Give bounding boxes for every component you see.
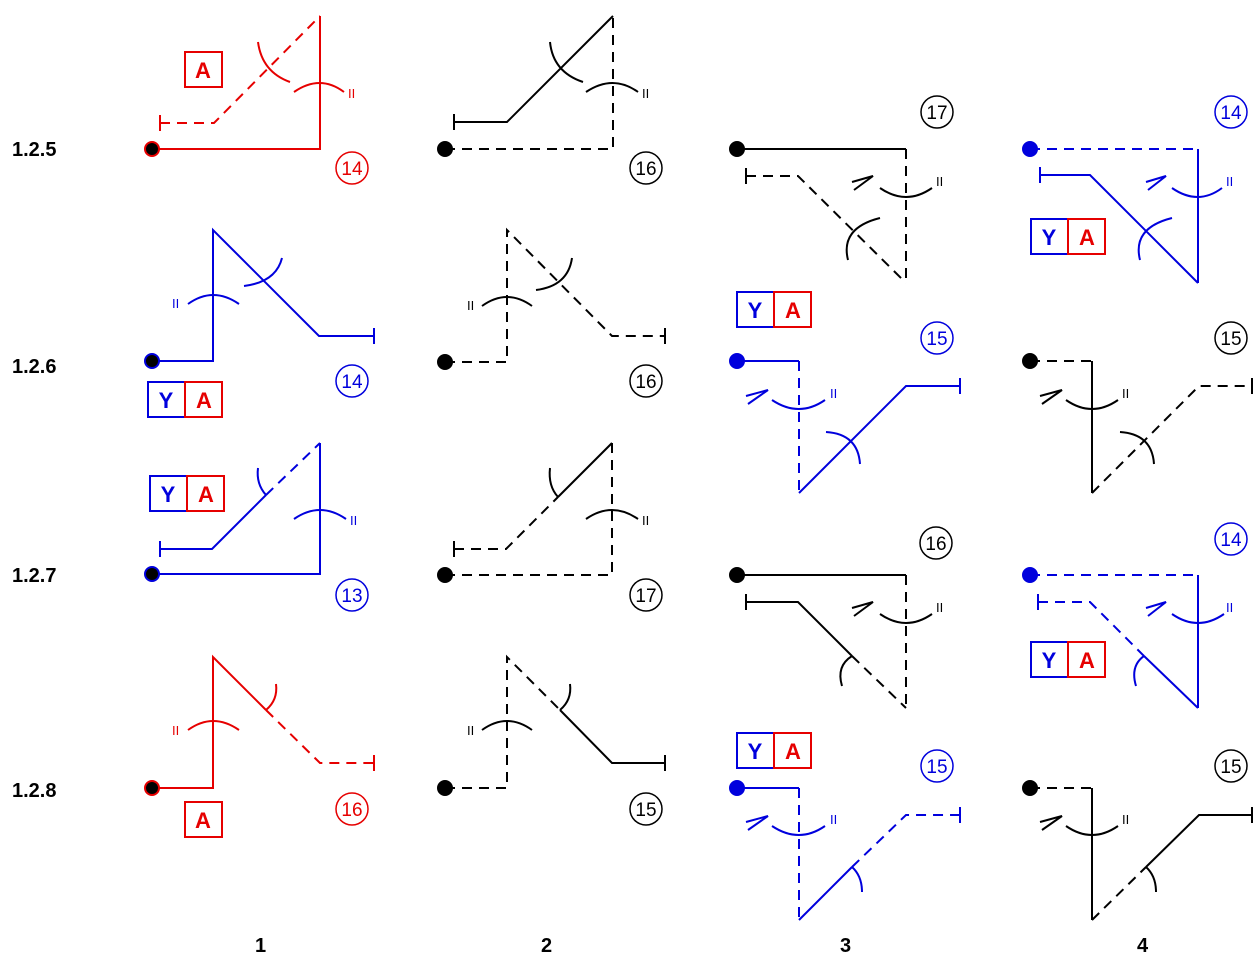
diagram-r3c2: II [437, 442, 649, 583]
badge-letter-y: Y [159, 388, 174, 413]
diagram-r3c4: II [1022, 567, 1233, 709]
svg-text:II: II [348, 86, 355, 101]
badge-letter-y: Y [161, 482, 176, 507]
diagram-r1c2: II [437, 15, 649, 157]
diagram-r4c4: II [1022, 780, 1253, 921]
svg-text:II: II [830, 386, 837, 401]
column-label-4: 4 [1137, 935, 1149, 957]
number-r2c3: 15 [926, 329, 947, 350]
svg-text:II: II [642, 513, 649, 528]
column-label-1: 1 [255, 935, 266, 957]
number-r3c4: 14 [1220, 530, 1242, 551]
number-circle-r3c4 [1214, 522, 1248, 556]
row-label-1: 1.2.5 [12, 139, 56, 161]
diagram-r4c1: II [144, 654, 375, 796]
row-label-4: 1.2.8 [12, 780, 56, 802]
number-circle-r4c1 [335, 792, 369, 826]
badge-r2c1: Y A [147, 381, 223, 418]
number-circle-r4c3 [920, 749, 954, 783]
number-circle-r2c4 [1214, 321, 1248, 355]
diagram-r2c2: II [437, 227, 666, 370]
svg-text:II: II [936, 174, 943, 189]
svg-text:II: II [1226, 600, 1233, 615]
svg-text:II: II [172, 723, 179, 738]
column-label-3: 3 [840, 935, 851, 957]
number-r2c4: 15 [1220, 329, 1241, 350]
badge-letter-y: Y [1042, 648, 1057, 673]
number-r4c2: 15 [635, 800, 656, 821]
badge-r2c3: Y A [736, 291, 812, 328]
number-circle-r3c1 [335, 578, 369, 612]
number-r2c2: 16 [635, 372, 656, 393]
svg-text:II: II [1122, 386, 1129, 401]
number-r1c1: 14 [341, 159, 363, 180]
number-r4c3: 15 [926, 757, 947, 778]
number-r1c2: 16 [635, 159, 656, 180]
number-circle-r3c3 [919, 526, 953, 560]
number-circle-r2c3 [920, 321, 954, 355]
svg-text:II: II [1122, 812, 1129, 827]
badge-letter-a: A [198, 482, 214, 507]
badge-letter-a: A [785, 739, 801, 764]
svg-text:II: II [172, 296, 179, 311]
svg-text:II: II [936, 600, 943, 615]
badge-r1c1: A [184, 51, 223, 88]
svg-text:II: II [1226, 174, 1233, 189]
number-circle-r4c2 [629, 792, 663, 826]
badge-letter-a: A [195, 58, 211, 83]
badge-r4c3: Y A [736, 732, 812, 769]
diagram-r2c4: II [1022, 353, 1253, 494]
number-circle-r2c2 [629, 364, 663, 398]
number-circle-r1c4 [1214, 95, 1248, 129]
number-circle-r4c4 [1214, 749, 1248, 783]
badge-letter-a: A [196, 388, 212, 413]
diagram-r4c2: II [437, 654, 666, 796]
number-circle-r2c1 [335, 364, 369, 398]
svg-text:II: II [642, 86, 649, 101]
badge-letter-a: A [785, 298, 801, 323]
number-r3c2: 17 [635, 586, 656, 607]
number-circle-r3c2 [629, 578, 663, 612]
badge-letter-y: Y [1042, 225, 1057, 250]
diagram-r1c1: II [144, 15, 355, 157]
diagram-r2c3: II [729, 353, 961, 494]
svg-text:II: II [467, 298, 474, 313]
badge-letter-a: A [1079, 648, 1095, 673]
diagram-r3c1: II [144, 442, 357, 582]
diagram-r3c3: II [729, 567, 943, 709]
badge-r1c4: Y A [1030, 218, 1106, 255]
badge-r3c1: Y A [149, 475, 225, 512]
badge-letter-a: A [195, 808, 211, 833]
column-label-2: 2 [541, 935, 552, 957]
number-circle-r1c3 [920, 95, 954, 129]
badge-r4c1: A [184, 801, 223, 838]
number-r1c4: 14 [1220, 103, 1242, 124]
diagram-r2c1: II [144, 227, 375, 369]
svg-text:II: II [830, 812, 837, 827]
diagram-r1c4: II [1022, 141, 1233, 284]
row-label-3: 1.2.7 [12, 565, 56, 587]
number-r3c1: 13 [341, 586, 362, 607]
number-circle-r1c1 [335, 151, 369, 185]
diagram-r4c3: II [729, 780, 961, 921]
badge-r3c4: Y A [1030, 641, 1106, 678]
number-r3c3: 16 [925, 534, 946, 555]
badge-letter-y: Y [748, 739, 763, 764]
number-circle-r1c2 [629, 151, 663, 185]
number-r4c1: 16 [341, 800, 362, 821]
diagram-r1c3: II [729, 141, 943, 284]
badge-letter-a: A [1079, 225, 1095, 250]
row-label-2: 1.2.6 [12, 356, 56, 378]
number-r2c1: 14 [341, 372, 363, 393]
badge-letter-y: Y [748, 298, 763, 323]
svg-text:II: II [467, 723, 474, 738]
number-r1c3: 17 [926, 103, 947, 124]
number-r4c4: 15 [1220, 757, 1241, 778]
svg-text:II: II [350, 513, 357, 528]
